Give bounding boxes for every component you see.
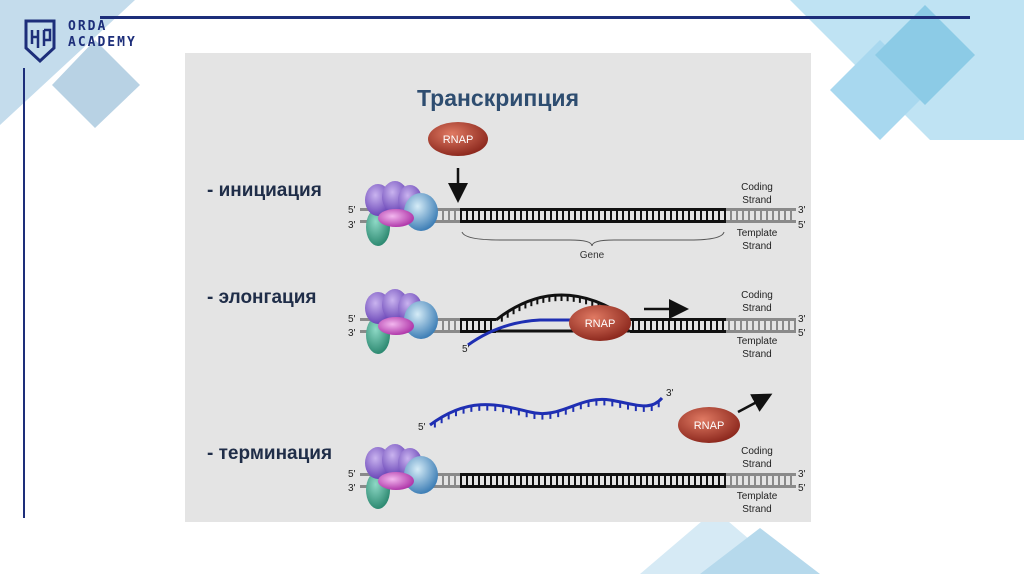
elongation-rnap: RNAP bbox=[569, 305, 631, 341]
termination-3prime-bottom: 3' bbox=[348, 483, 356, 494]
brand-name-line2: ACADEMY bbox=[68, 35, 137, 50]
initiation-coding-line2: Strand bbox=[742, 195, 771, 206]
elongation-transcription-factors bbox=[365, 289, 438, 354]
elongation-coding-line2: Strand bbox=[742, 303, 771, 314]
elongation-template-line1: Template bbox=[737, 336, 778, 347]
header-rule bbox=[100, 16, 970, 19]
initiation-3prime-top: 3' bbox=[798, 205, 806, 216]
rna-3prime: 3' bbox=[666, 388, 674, 399]
initiation-coding-line1: Coding bbox=[741, 182, 773, 193]
initiation-transcription-factors bbox=[365, 181, 438, 246]
stage-label-initiation: - инициация bbox=[207, 180, 322, 201]
initiation-rnap: RNAP bbox=[428, 122, 488, 156]
termination-coding-line1: Coding bbox=[741, 446, 773, 457]
termination-stage: 5' 3' RNAP 5' 3' Coding Strand Templ bbox=[348, 388, 806, 515]
initiation-5prime-top: 5' bbox=[348, 205, 356, 216]
termination-3prime-top: 3' bbox=[798, 469, 806, 480]
orda-logo-icon bbox=[24, 19, 56, 64]
initiation-3prime-bottom: 3' bbox=[348, 220, 356, 231]
elongation-rna bbox=[467, 318, 580, 347]
elongation-5prime-top: 5' bbox=[348, 314, 356, 325]
released-rna bbox=[429, 396, 664, 427]
stage-label-termination: - терминация bbox=[207, 443, 333, 464]
gene-brace bbox=[461, 231, 725, 247]
initiation-rnap-label: RNAP bbox=[443, 134, 474, 146]
termination-5prime-top: 5' bbox=[348, 469, 356, 480]
termination-rnap: RNAP bbox=[678, 407, 740, 443]
deco-diamond-top-right-2 bbox=[875, 5, 975, 105]
elongation-coding-line1: Coding bbox=[741, 290, 773, 301]
elongation-template-line2: Strand bbox=[742, 349, 771, 360]
deco-triangle-top-left bbox=[0, 0, 135, 125]
left-rule bbox=[23, 68, 25, 518]
rna-5prime: 5' bbox=[418, 422, 426, 433]
termination-release-arrow bbox=[737, 393, 773, 414]
termination-template-line2: Strand bbox=[742, 504, 771, 515]
elongation-rna-5prime: 5' bbox=[462, 344, 470, 355]
deco-triangle-bottom-2 bbox=[700, 528, 820, 574]
elongation-3prime-top: 3' bbox=[798, 314, 806, 325]
deco-diamond-top-left bbox=[52, 40, 140, 128]
termination-5prime-bottom: 5' bbox=[798, 483, 806, 494]
elongation-rnap-label: RNAP bbox=[585, 318, 616, 330]
stage-label-elongation: - элонгация bbox=[207, 287, 317, 308]
diagram-panel bbox=[185, 53, 811, 522]
initiation-stage: 5' 3' RNAP Gene Coding bbox=[348, 122, 806, 261]
termination-coding-line2: Strand bbox=[742, 459, 771, 470]
termination-rnap-label: RNAP bbox=[694, 420, 725, 432]
initiation-template-line1: Template bbox=[737, 228, 778, 239]
elongation-stage: 5' 3' 5' RNAP bbox=[348, 289, 806, 360]
elongation-5prime-bottom: 5' bbox=[798, 328, 806, 339]
termination-template-line1: Template bbox=[737, 491, 778, 502]
initiation-template-line2: Strand bbox=[742, 241, 771, 252]
termination-transcription-factors bbox=[365, 444, 438, 509]
brand-name-line1: ORDA bbox=[68, 19, 108, 34]
gene-label: Gene bbox=[580, 250, 605, 261]
initiation-5prime-bottom: 5' bbox=[798, 220, 806, 231]
elongation-3prime-bottom: 3' bbox=[348, 328, 356, 339]
slide-title: Транскрипция bbox=[417, 85, 579, 111]
